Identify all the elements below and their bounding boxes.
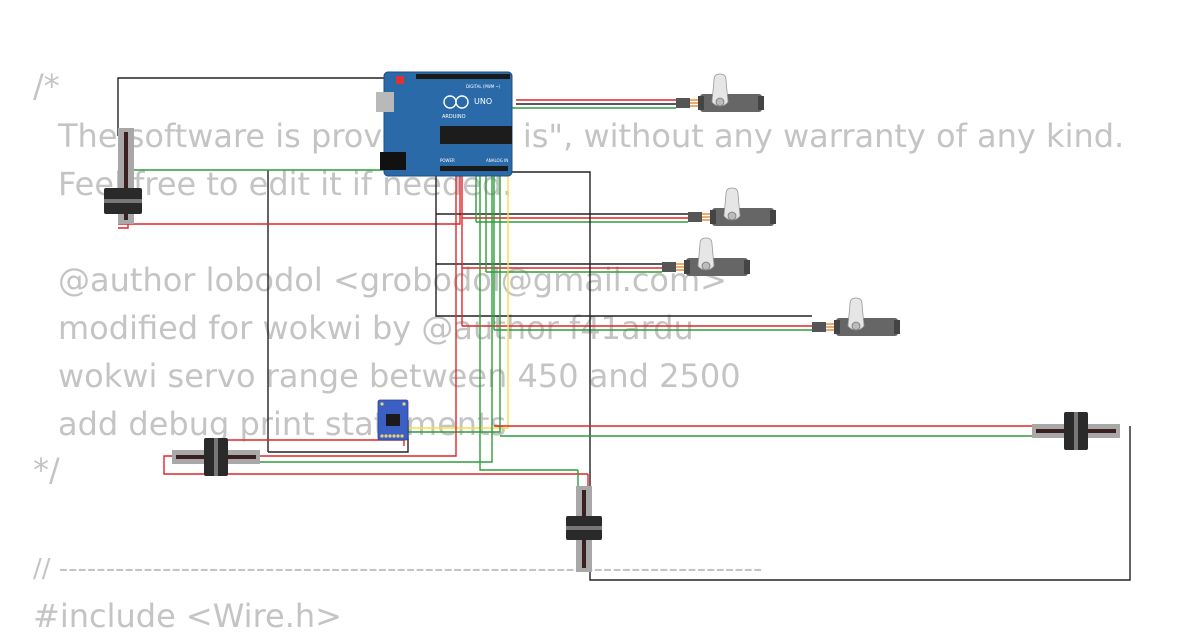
servo-shaft xyxy=(715,97,725,107)
header-label: ANALOG IN xyxy=(486,158,508,163)
servo-tab xyxy=(698,96,704,110)
slider-knob-line xyxy=(214,438,218,476)
sensor-pin xyxy=(402,402,406,406)
servo-connector xyxy=(812,322,826,332)
sensor-pin xyxy=(396,434,400,438)
servo-motor[interactable] xyxy=(662,237,750,276)
sensor-pin xyxy=(380,402,384,406)
wire-group xyxy=(117,77,1131,581)
servo-tab xyxy=(684,260,690,274)
microcontroller-chip xyxy=(440,126,512,144)
imu-sensor[interactable] xyxy=(377,399,409,441)
digital-header xyxy=(416,74,510,79)
code-line: #include <Wire.h> xyxy=(33,597,342,635)
signal-wire xyxy=(404,172,501,433)
servo-body xyxy=(712,208,774,226)
power-wire xyxy=(118,170,461,225)
sensor-pin xyxy=(392,434,396,438)
servo-motor[interactable] xyxy=(688,187,776,226)
servo-motor[interactable] xyxy=(676,73,764,112)
ground-wire xyxy=(435,172,812,317)
slide-potentiometer[interactable] xyxy=(566,486,602,572)
slide-potentiometer[interactable] xyxy=(1032,412,1120,450)
power-jack xyxy=(380,152,406,170)
signal-wire xyxy=(479,172,578,471)
analog-header xyxy=(440,166,508,171)
servo-tab xyxy=(834,320,840,334)
servo-shaft xyxy=(851,321,861,331)
servo-tab xyxy=(758,96,764,110)
reset-button[interactable] xyxy=(396,76,404,84)
board-pcb xyxy=(383,71,513,177)
servo-tab xyxy=(710,210,716,224)
slider-knob-line xyxy=(104,199,142,203)
sensor-pin xyxy=(400,434,404,438)
sensor-chip xyxy=(386,414,400,426)
board-label: ARDUINO xyxy=(442,114,466,120)
sensor-pin xyxy=(380,434,384,438)
servo-connector xyxy=(676,98,690,108)
slider-groove xyxy=(124,132,128,220)
servo-body xyxy=(686,258,748,276)
servo-tab xyxy=(894,320,900,334)
sensor-pin xyxy=(384,434,388,438)
slider-knob-line xyxy=(566,526,602,530)
slide-potentiometer[interactable] xyxy=(104,128,142,224)
power-wire xyxy=(163,170,588,475)
sensor-pin xyxy=(388,434,392,438)
ground-wire xyxy=(117,77,386,136)
code-line: /* xyxy=(33,67,60,105)
logo-mark xyxy=(455,95,469,109)
usb-port xyxy=(376,92,394,112)
slider-knob-line xyxy=(1074,412,1078,450)
servo-tab xyxy=(744,260,750,274)
header-label: DIGITAL (PWM ~) xyxy=(466,84,501,89)
code-line: The software is provided "as is", withou… xyxy=(58,117,1125,155)
signal-wire xyxy=(260,172,493,463)
servo-shaft xyxy=(701,261,711,271)
servo-shaft xyxy=(727,211,737,221)
power-wire xyxy=(216,439,405,446)
header-label: POWER xyxy=(440,158,455,163)
ground-wire xyxy=(510,171,1131,581)
code-line: add debug print statements xyxy=(58,405,507,443)
servo-connector xyxy=(662,262,676,272)
slide-potentiometer[interactable] xyxy=(172,438,260,476)
code-line: wokwi servo range between 450 and 2500 xyxy=(58,357,741,395)
code-line: // -------------------------------------… xyxy=(33,554,763,584)
data-wire xyxy=(404,172,509,429)
servo-tab xyxy=(770,210,776,224)
servo-body xyxy=(700,94,762,112)
servo-connector xyxy=(688,212,702,222)
code-line: */ xyxy=(33,451,60,489)
servo-motor[interactable] xyxy=(812,297,900,336)
arduino-board[interactable]: ARDUINO UNO DIGITAL (PWM ~) POWER ANALOG… xyxy=(376,71,513,177)
board-sublabel: UNO xyxy=(474,97,492,106)
servo-body xyxy=(836,318,898,336)
